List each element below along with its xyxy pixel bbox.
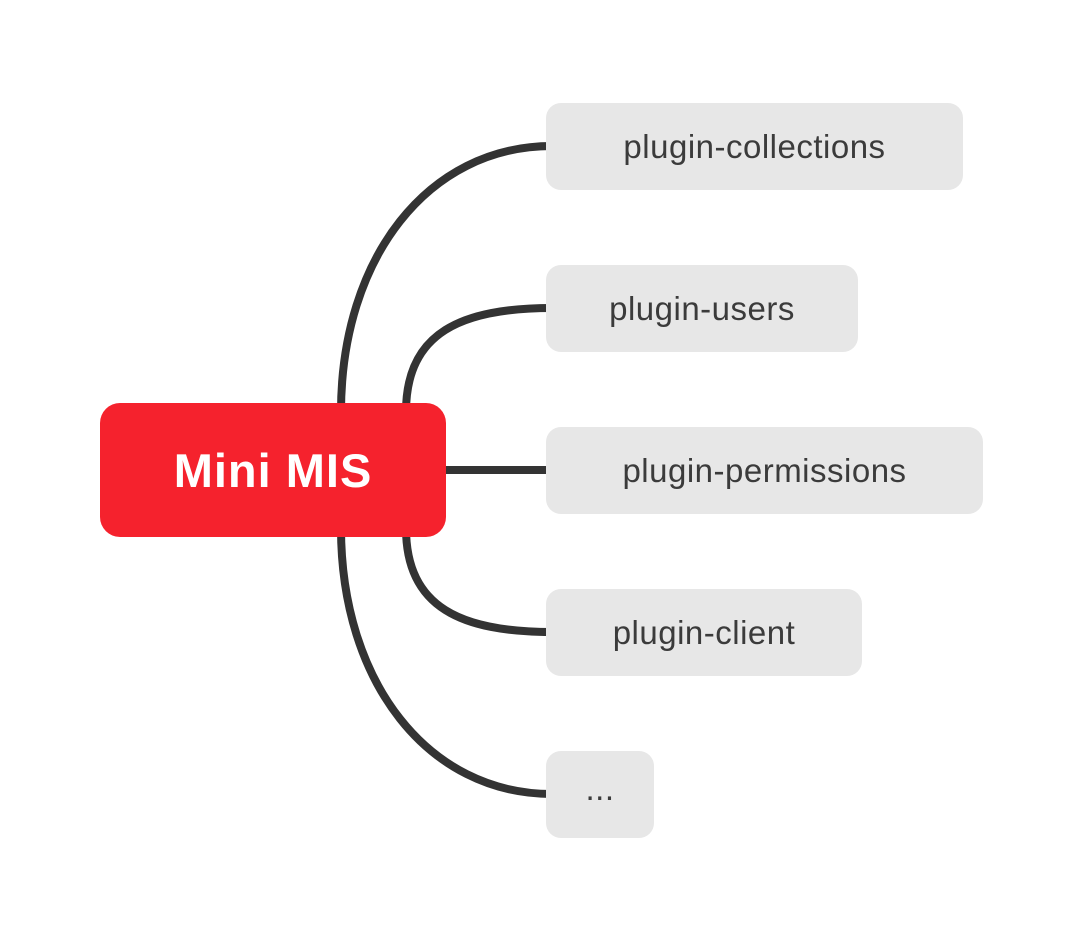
connector-root-to-plugin-client xyxy=(402,527,553,636)
connector-root-to-ellipsis xyxy=(337,527,553,798)
node-plugin-permissions[interactable]: plugin-permissions xyxy=(546,427,983,514)
node-label-plugin-permissions: plugin-permissions xyxy=(622,451,907,489)
root-node-mini-mis[interactable]: Mini MIS xyxy=(100,403,446,537)
node-label-ellipsis: ... xyxy=(585,769,615,807)
node-label-plugin-collections: plugin-collections xyxy=(623,127,886,165)
root-node-label: Mini MIS xyxy=(173,443,373,497)
node-plugin-users[interactable]: plugin-users xyxy=(546,265,858,352)
node-label-plugin-users: plugin-users xyxy=(609,289,795,327)
node-plugin-collections[interactable]: plugin-collections xyxy=(546,103,963,190)
node-ellipsis[interactable]: ... xyxy=(546,751,654,838)
node-label-plugin-client: plugin-client xyxy=(612,613,796,651)
connector-root-to-plugin-collections xyxy=(337,142,553,413)
connector-root-to-plugin-users xyxy=(402,304,553,413)
node-plugin-client[interactable]: plugin-client xyxy=(546,589,862,676)
